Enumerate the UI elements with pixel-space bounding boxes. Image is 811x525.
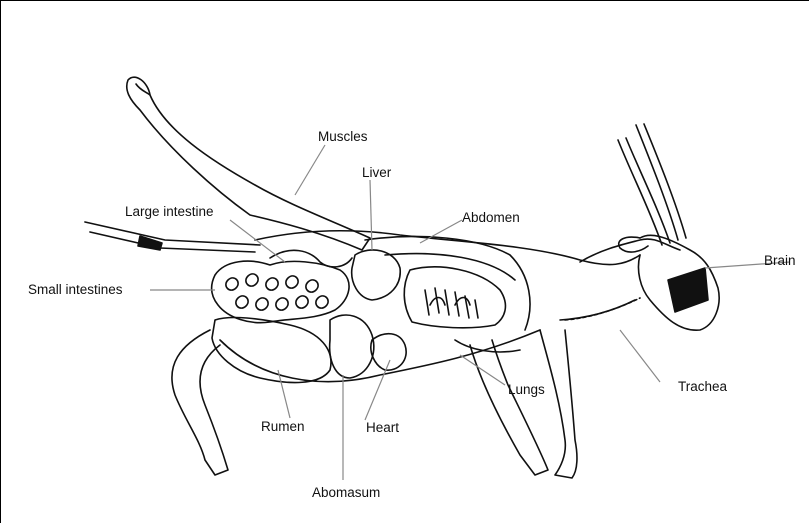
label-muscles: Muscles (318, 130, 368, 144)
small-intestines-coils (212, 261, 349, 323)
body-top-outline (255, 231, 640, 265)
label-trachea: Trachea (678, 380, 727, 394)
front-leg-left (470, 340, 548, 475)
liver (352, 250, 401, 300)
belly (220, 330, 540, 382)
label-small-intestines: Small intestines (28, 283, 123, 297)
raised-hind-leg (127, 77, 370, 250)
tail (85, 222, 260, 245)
lungs-ribs (404, 267, 505, 328)
abomasum (330, 315, 374, 378)
label-large-intestine: Large intestine (125, 205, 214, 219)
label-brain: Brain (764, 254, 796, 268)
horn-left (618, 140, 662, 245)
large-intestine (270, 250, 352, 267)
neck (580, 239, 680, 262)
leader-trachea (620, 330, 660, 382)
horn-right (636, 125, 678, 240)
label-liver: Liver (362, 166, 391, 180)
label-abdomen: Abdomen (462, 211, 520, 225)
label-lungs: Lungs (508, 383, 545, 397)
leader-heart (365, 360, 390, 420)
leader-muscles (295, 145, 325, 195)
abdomen-outline (365, 236, 530, 330)
label-abomasum: Abomasum (312, 486, 380, 500)
trachea (565, 298, 640, 320)
leader-large-intestine (230, 220, 285, 262)
label-rumen: Rumen (261, 420, 305, 434)
front-leg-right (540, 330, 577, 478)
label-heart: Heart (366, 421, 399, 435)
hind-leg-lower (172, 330, 228, 475)
